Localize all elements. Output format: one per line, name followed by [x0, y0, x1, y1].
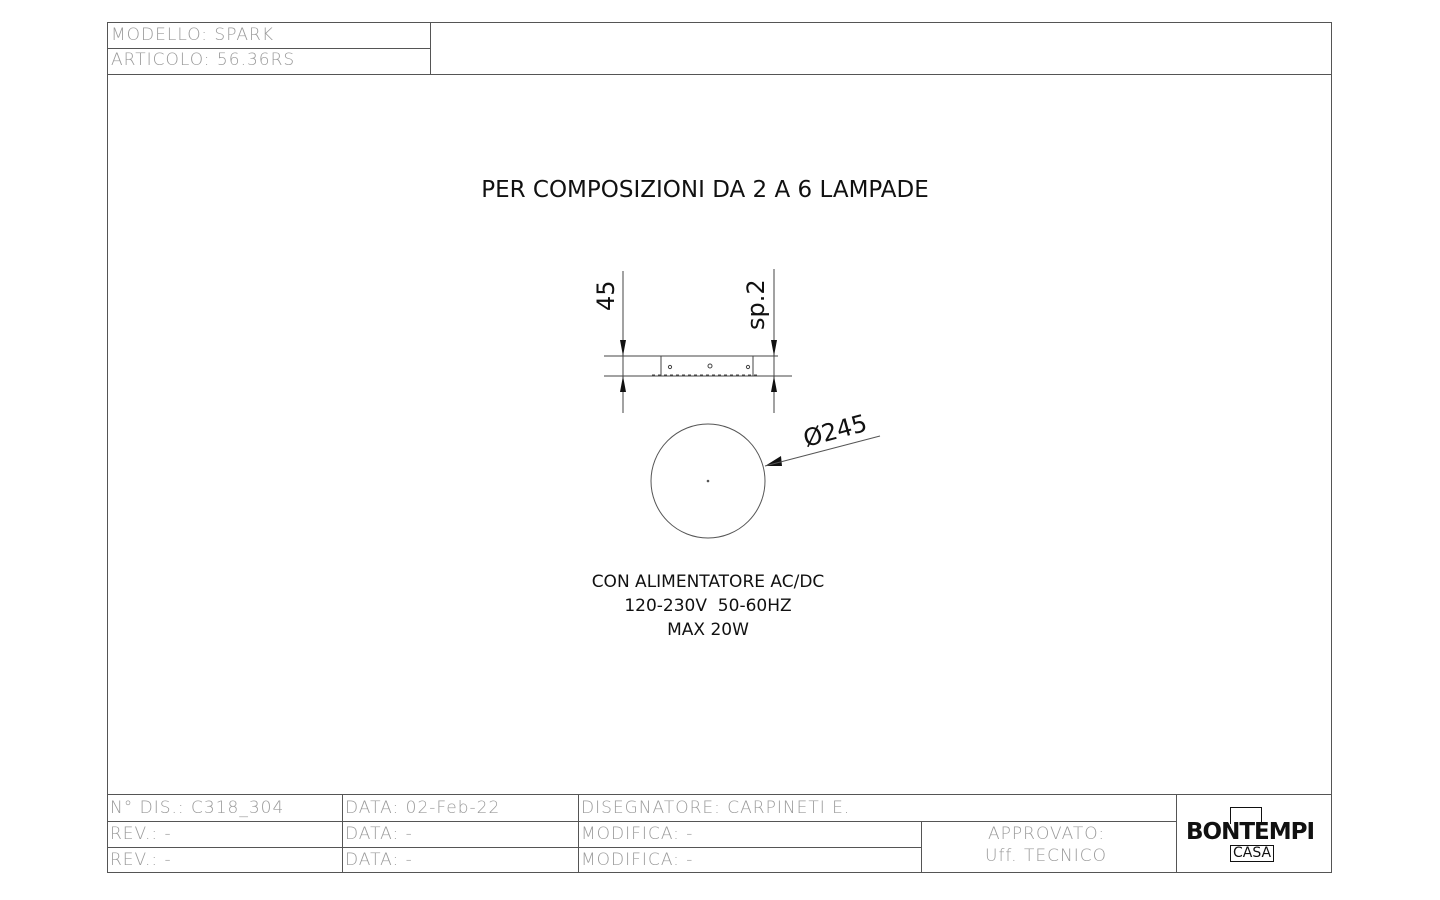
title-block-col-2: [578, 794, 579, 873]
title-block-col-4: [1176, 794, 1177, 873]
title-block-top: [107, 794, 1332, 795]
header-column-divider: [430, 22, 431, 74]
revision-1: REV.: -: [110, 824, 172, 844]
title-block-col-3: [921, 821, 922, 873]
drawing-frame: [107, 22, 1332, 873]
revision-2-date: DATA: -: [345, 850, 413, 870]
title-block-row-1: [107, 821, 1176, 822]
drawing-number: N° DIS.: C318_304: [110, 798, 285, 818]
revision-2: REV.: -: [110, 850, 172, 870]
modification-1: MODIFICA: -: [581, 824, 694, 844]
logo-wordmark: BONTEMPI: [1186, 819, 1315, 845]
logo-frame: [1230, 807, 1262, 824]
drawing-title: PER COMPOSIZIONI DA 2 A 6 LAMPADE: [481, 177, 929, 203]
logo-subtitle: CASA: [1230, 845, 1275, 863]
header-divider: [107, 74, 1332, 75]
title-block-col-1: [342, 794, 343, 873]
modification-2: MODIFICA: -: [581, 850, 694, 870]
articolo-label: ARTICOLO: 56.36RS: [111, 50, 296, 70]
note-max-power: MAX 20W: [667, 620, 749, 640]
drawing-date: DATA: 02-Feb-22: [345, 798, 501, 818]
title-block-row-2: [107, 847, 921, 848]
header-row-divider: [107, 48, 430, 49]
modello-label: MODELLO: SPARK: [111, 25, 274, 45]
note-power-supply: CON ALIMENTATORE AC/DC: [591, 572, 825, 592]
revision-1-date: DATA: -: [345, 824, 413, 844]
bontempi-logo: BONTEMPI CASA: [1186, 807, 1326, 865]
technical-office: Uff. TECNICO: [985, 846, 1107, 866]
designer: DISEGNATORE: CARPINETI E.: [581, 798, 851, 818]
note-voltage: 120-230V 50-60HZ: [624, 596, 792, 616]
approved-label: APPROVATO:: [988, 824, 1106, 844]
